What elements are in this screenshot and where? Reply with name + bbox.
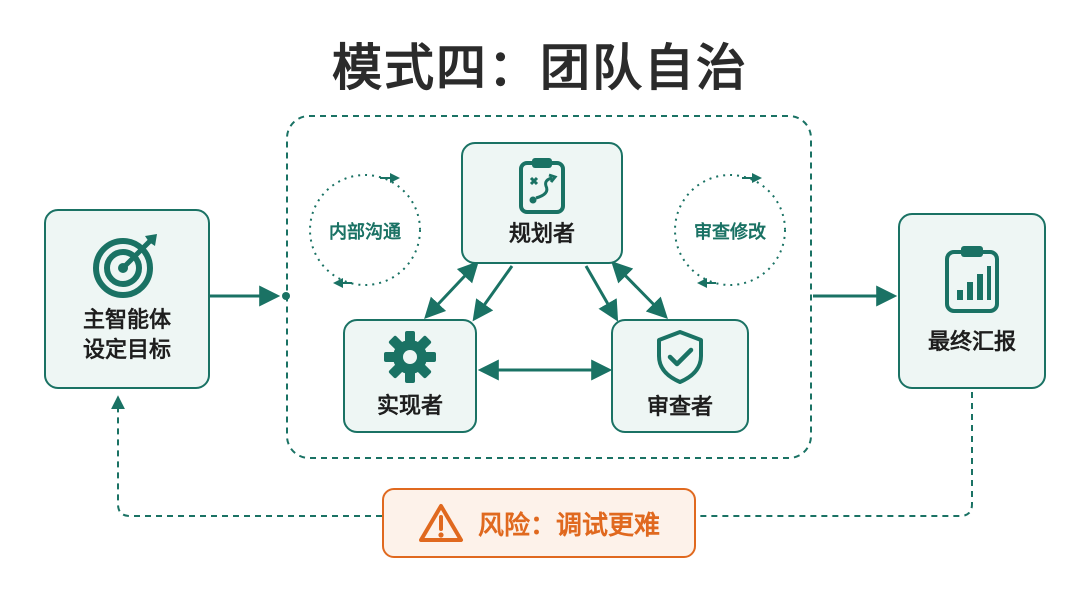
loop-review-ring [674, 174, 786, 286]
main-agent-label-line1: 主智能体 [82, 308, 171, 334]
target-icon [93, 234, 157, 299]
reviewer-label: 审查者 [646, 395, 713, 421]
final-report-label: 最终汇报 [927, 330, 1016, 356]
warning-icon [418, 504, 463, 542]
feedback-path-right [697, 392, 973, 517]
gear-icon [384, 331, 436, 384]
loop-internal-label: 内部沟通 [329, 222, 401, 243]
loop-review-label: 审查修改 [694, 222, 766, 243]
planner-label: 规划者 [508, 222, 575, 248]
team-container [286, 115, 812, 459]
planner-node: 规划者 [461, 142, 623, 264]
diagram-title: 模式四：团队自治 [332, 39, 748, 97]
reviewer-node: 审查者 [611, 319, 749, 433]
loop-internal-ring [309, 174, 421, 286]
clipboard-chart-icon [945, 246, 999, 314]
arrow-reviewer-to-planner [611, 261, 668, 319]
main-agent-node: 主智能体 设定目标 [44, 209, 210, 389]
risk-label: 风险：调试更难 [477, 510, 660, 541]
arrow-planner-to-reviewer [584, 265, 619, 322]
risk-box: 风险：调试更难 [382, 488, 696, 558]
clipboard-plan-icon [519, 158, 565, 215]
main-agent-label-line2: 设定目标 [82, 338, 171, 363]
implementer-label: 实现者 [376, 394, 443, 420]
implementer-node: 实现者 [343, 319, 477, 433]
arrow-planner-down-implementer [472, 265, 514, 322]
arrow-planner-to-implementer [424, 260, 479, 320]
final-report-node: 最终汇报 [898, 213, 1046, 389]
shield-check-icon [657, 330, 703, 385]
arrow-main-to-team-dot [282, 292, 290, 300]
